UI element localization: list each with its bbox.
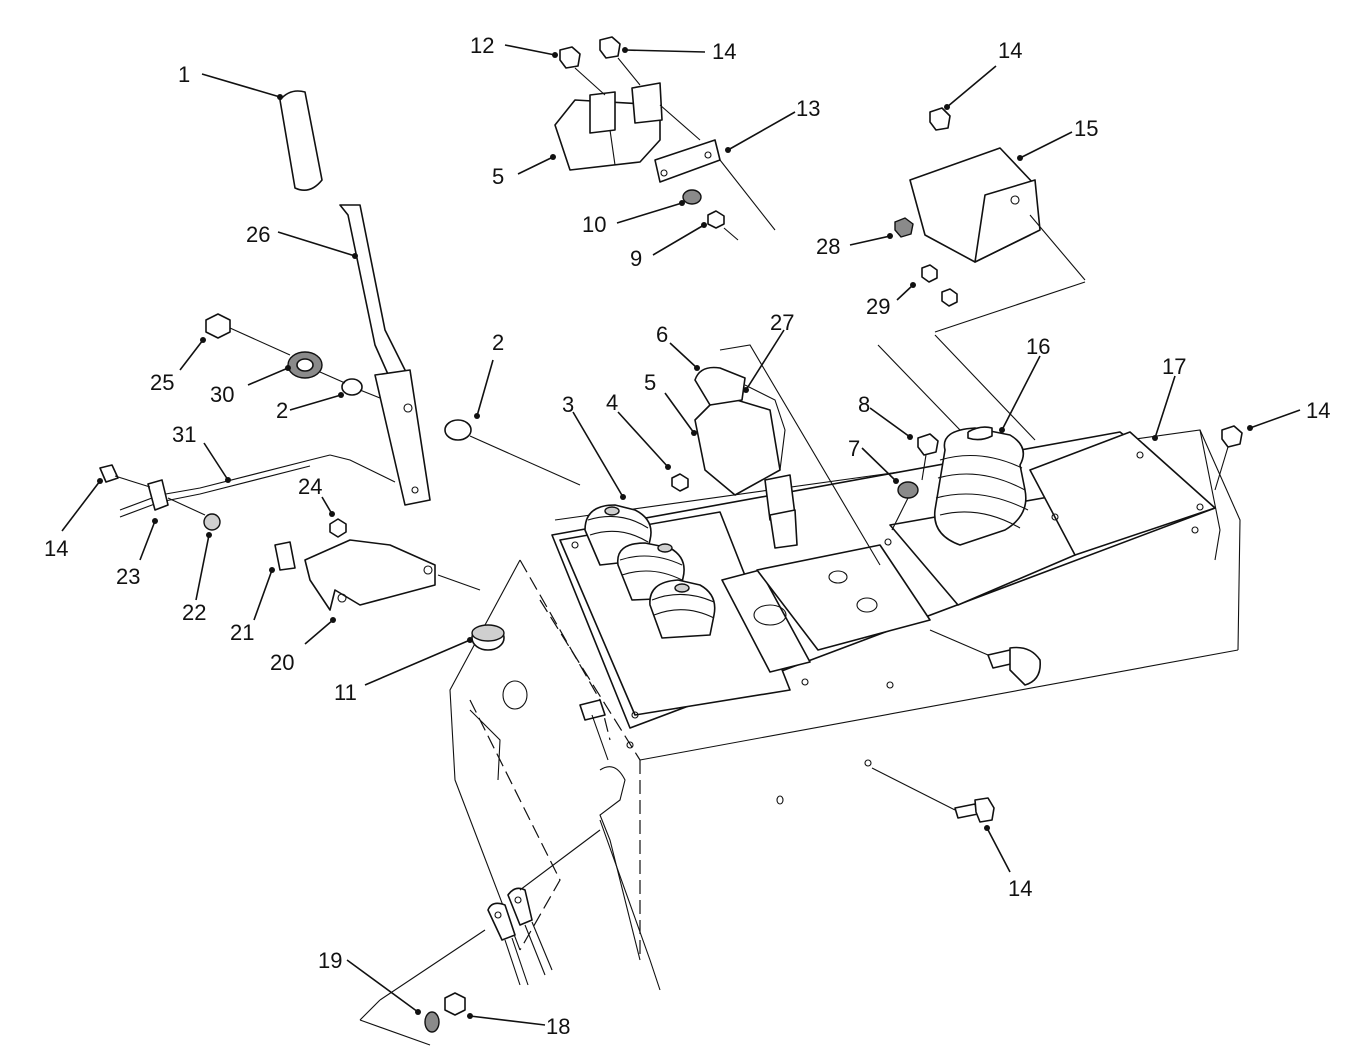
callout-18: 18 (546, 1014, 570, 1039)
lever-assembly (279, 90, 431, 506)
callout-1: 1 (178, 62, 190, 87)
leader-lines (61, 44, 1301, 1026)
callout-14-top: 14 (712, 39, 736, 64)
lever-knob (279, 90, 323, 191)
callout-29: 29 (866, 294, 890, 319)
callout-10: 10 (582, 212, 606, 237)
relay-15 (877, 107, 1086, 441)
callout-14-relay: 14 (998, 38, 1022, 63)
boot-group-3 (584, 504, 716, 639)
lever-hardware (205, 313, 581, 486)
callout-12: 12 (470, 33, 494, 58)
callout-28: 28 (816, 234, 840, 259)
callout-22: 22 (182, 600, 206, 625)
callout-15: 15 (1074, 116, 1098, 141)
callout-14-right: 14 (1306, 398, 1330, 423)
callout-6: 6 (656, 322, 668, 347)
boot-16 (933, 426, 1029, 546)
callout-14-left: 14 (44, 536, 68, 561)
callout-labels: 1 26 25 30 2 2 31 14 23 22 24 21 20 11 1… (44, 33, 1330, 1039)
callout-9: 9 (630, 246, 642, 271)
callout-31: 31 (172, 422, 196, 447)
relay-group-top (554, 36, 776, 241)
callout-23: 23 (116, 564, 140, 589)
right-hardware (579, 425, 1243, 823)
callout-20: 20 (270, 650, 294, 675)
callout-19: 19 (318, 948, 342, 973)
relay-group-middle (671, 344, 881, 566)
callout-2-right: 2 (492, 330, 504, 355)
boot-3 (604, 506, 716, 639)
callout-14-bottom: 14 (1008, 876, 1032, 901)
panel-assembly (551, 431, 1216, 805)
callout-13: 13 (796, 96, 820, 121)
bracket-20 (274, 518, 481, 611)
callout-24: 24 (298, 474, 322, 499)
cable-rod (99, 454, 396, 531)
callout-3: 3 (562, 392, 574, 417)
cable-ends (359, 829, 601, 1046)
callout-17: 17 (1162, 354, 1186, 379)
callout-25: 25 (150, 370, 174, 395)
callout-16: 16 (1026, 334, 1050, 359)
callout-2-left: 2 (276, 398, 288, 423)
lever-plate (374, 369, 431, 506)
callout-4: 4 (606, 390, 618, 415)
callout-5-top: 5 (492, 164, 504, 189)
callout-26: 26 (246, 222, 270, 247)
callout-21: 21 (230, 620, 254, 645)
callout-30: 30 (210, 382, 234, 407)
callout-27: 27 (770, 310, 794, 335)
callout-11: 11 (334, 680, 357, 705)
callout-5-middle: 5 (644, 370, 656, 395)
leader-dots (97, 47, 1253, 1019)
callout-7: 7 (848, 436, 860, 461)
callout-8: 8 (858, 392, 870, 417)
lever-shaft (339, 204, 413, 391)
plug-11 (471, 624, 528, 710)
